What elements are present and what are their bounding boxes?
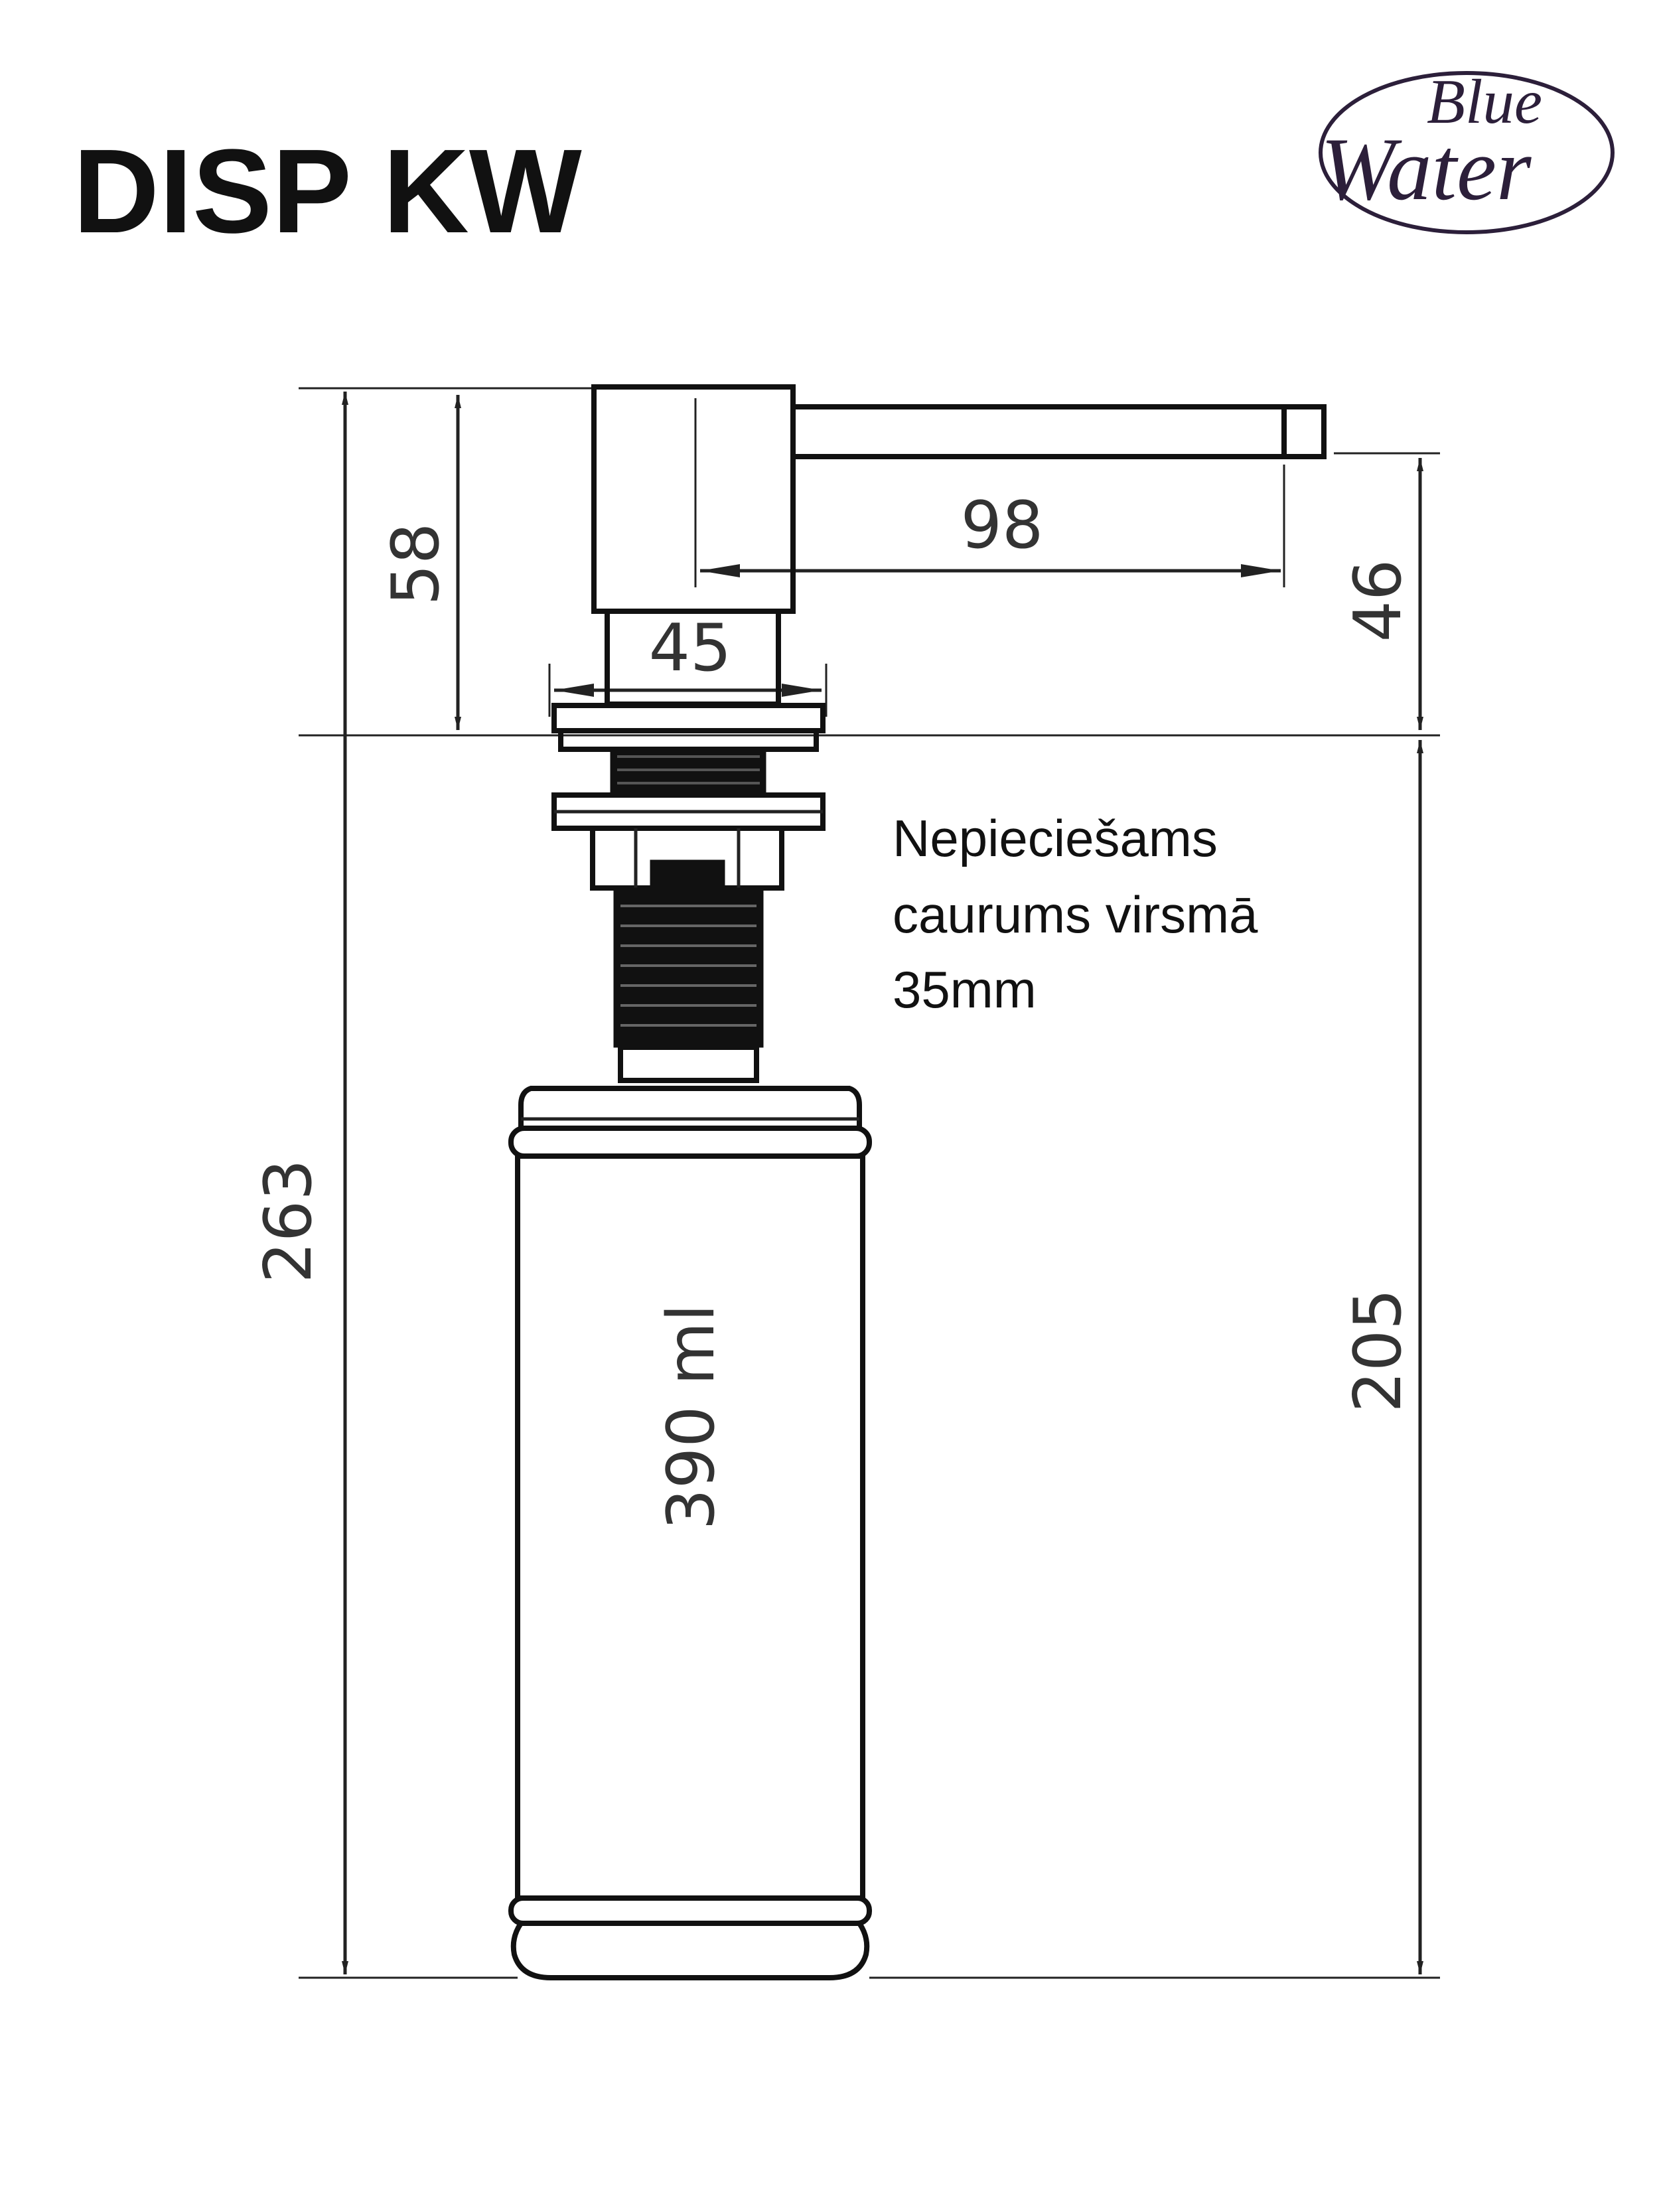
mounting-shank	[551, 748, 826, 1083]
logo-word-water: Water	[1321, 120, 1532, 219]
brand-logo: Blue Water	[1319, 66, 1615, 234]
dim-label-58: 58	[378, 523, 454, 606]
note-line-3: 35mm	[893, 960, 1037, 1019]
dim-label-263: 263	[251, 1159, 326, 1283]
product-title: DISP KW	[73, 125, 582, 258]
extension-lines	[299, 387, 1440, 1979]
dim-label-46: 46	[1340, 559, 1416, 642]
dim-label-205: 205	[1340, 1288, 1416, 1412]
bottle-capacity-label: 390 ml	[654, 1304, 729, 1530]
counter-flange	[551, 703, 826, 752]
note-line-2: caurums virsmā	[893, 885, 1258, 944]
dim-label-45: 45	[649, 611, 732, 686]
dim-label-98: 98	[961, 488, 1044, 563]
mounting-hole-note: Nepieciešams caurums virsmā 35mm	[893, 809, 1258, 1019]
soap-bottle	[508, 1086, 872, 1980]
note-line-1: Nepieciešams	[893, 809, 1218, 867]
logo-word-blue: Blue	[1427, 66, 1542, 137]
dispenser-head	[591, 384, 1327, 707]
dimension-lines	[342, 392, 1423, 1974]
